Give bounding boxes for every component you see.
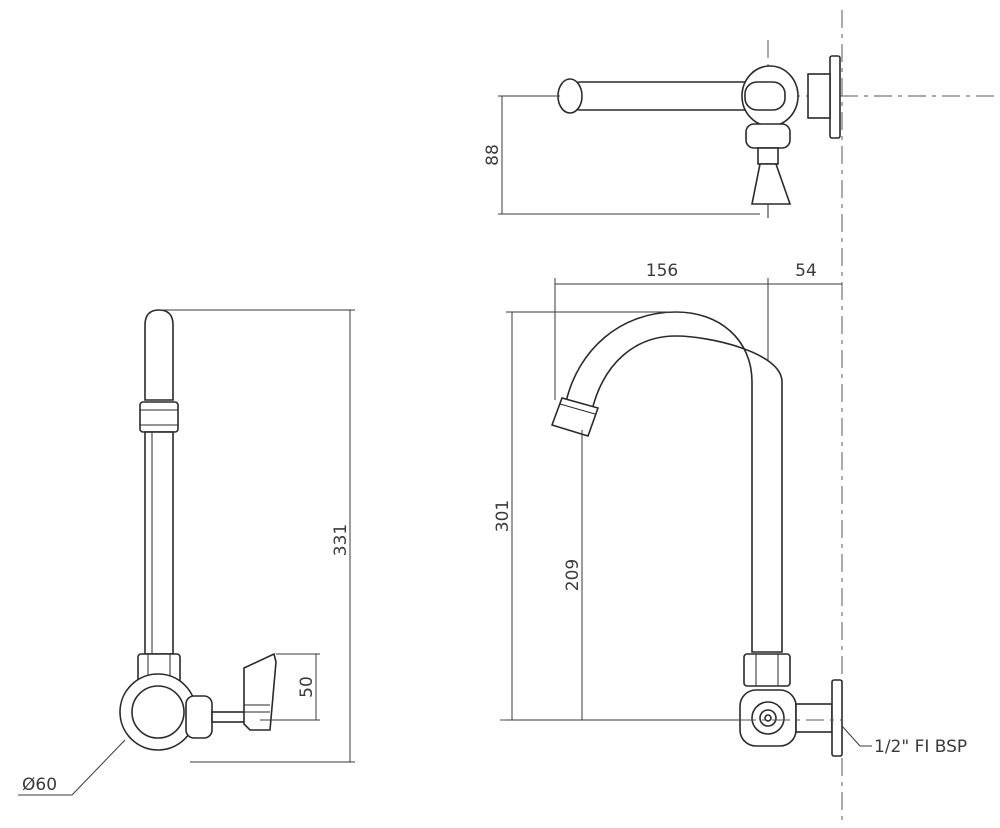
side-aerator bbox=[139, 401, 179, 433]
side-view bbox=[119, 309, 277, 751]
front-view bbox=[500, 311, 843, 757]
dim-connection: 1/2" FI BSP bbox=[874, 737, 967, 757]
dim-front-offset: 54 bbox=[795, 261, 817, 281]
side-spout-tip bbox=[144, 309, 174, 401]
front-dimensions: 156 54 301 209 1/2" FI BSP bbox=[493, 261, 967, 757]
dim-side-height: 331 bbox=[331, 524, 351, 556]
top-wall-plate bbox=[829, 55, 841, 139]
side-tube bbox=[144, 431, 174, 655]
dim-front-outlet-height: 209 bbox=[563, 559, 583, 591]
front-aerator bbox=[550, 397, 600, 437]
dim-front-reach: 156 bbox=[646, 261, 678, 281]
side-lever-handle bbox=[243, 652, 277, 731]
front-wall-plate bbox=[831, 679, 843, 757]
side-valve-body bbox=[185, 695, 213, 739]
front-nut bbox=[743, 653, 791, 687]
front-gooseneck bbox=[565, 311, 783, 653]
dim-front-height: 301 bbox=[493, 500, 513, 532]
top-dimensions: 88 bbox=[483, 95, 760, 215]
dim-side-handle: 50 bbox=[297, 676, 317, 698]
side-dimensions: 331 50 Ø60 bbox=[18, 309, 355, 796]
top-view bbox=[500, 40, 1000, 218]
dim-top-depth: 88 bbox=[483, 144, 503, 166]
dim-side-diameter: Ø60 bbox=[22, 775, 57, 795]
top-lever bbox=[751, 163, 792, 205]
